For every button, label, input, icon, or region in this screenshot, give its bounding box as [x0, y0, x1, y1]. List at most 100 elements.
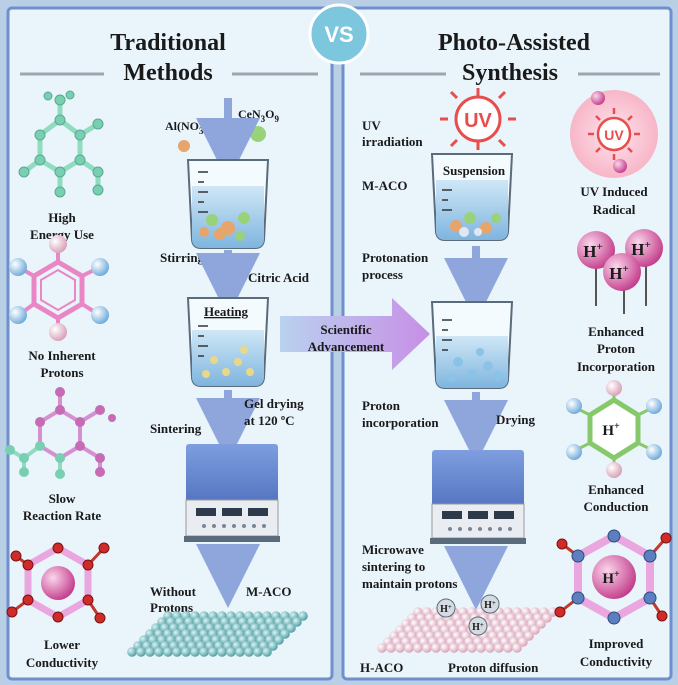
slab-sphere	[503, 643, 513, 653]
label-lower-conductivity-2: Conductivity	[26, 655, 99, 670]
slab-sphere	[292, 617, 302, 627]
beaker-suspension-icon	[430, 153, 514, 241]
label-enhanced-conduction-1: Enhanced	[588, 482, 644, 497]
slab-sphere	[476, 643, 486, 653]
scientific-advancement-arrow: Scientific Advancement	[280, 298, 430, 370]
slab-sphere	[262, 647, 272, 657]
slab-sphere	[226, 647, 236, 657]
uv-radical-icon: UV	[570, 90, 658, 178]
label-enhanced-proton-3: Incorporation	[577, 359, 656, 374]
reagent-ce-nitrate: CeN3O9	[238, 107, 280, 124]
enhanced-conduction-icon: H+	[566, 380, 662, 478]
label-protonation-1: Protonation	[362, 250, 429, 265]
vs-badge	[308, 3, 370, 65]
proton-bubble-2-text: H+	[484, 599, 496, 611]
uv-sun-text: UV	[464, 110, 492, 132]
proton-cluster-1: H+	[583, 241, 603, 261]
label-gel-drying-1: Gel drying	[244, 396, 304, 411]
label-microwave-2: sintering to	[362, 559, 425, 574]
slab-sphere	[377, 643, 387, 653]
label-citric-acid: Citric Acid	[248, 270, 310, 285]
label-drying: Drying	[496, 412, 536, 427]
slab-sphere	[386, 643, 396, 653]
advancement-line1: Scientific	[320, 322, 371, 337]
left-title: Traditional Methods	[20, 30, 318, 86]
slab-sphere	[253, 647, 263, 657]
slab-sphere	[485, 643, 495, 653]
proton-cluster-2: H+	[631, 239, 651, 259]
oven-microwave-icon	[430, 450, 526, 544]
label-improved-conductivity-2: Conductivity	[580, 654, 653, 669]
label-h-aco: H-ACO	[360, 660, 403, 675]
label-enhanced-proton-1: Enhanced	[588, 324, 644, 339]
pink-benzene-icon	[9, 235, 109, 341]
label-high-energy-1: High	[48, 210, 76, 225]
slab-sphere	[274, 635, 284, 645]
slab-sphere	[127, 647, 137, 657]
label-proton-diffusion: Proton diffusion	[448, 660, 539, 675]
slab-sphere	[145, 647, 155, 657]
label-suspension: Suspension	[443, 163, 506, 178]
left-title-line1: Traditional	[110, 30, 226, 56]
label-m-aco-left: M-ACO	[246, 584, 292, 599]
slab-sphere	[154, 647, 164, 657]
label-heating: Heating	[204, 304, 249, 319]
improved-conductivity-icon: H+	[554, 529, 672, 625]
slab-sphere	[163, 647, 173, 657]
proton-cluster-icon: H+ H+ H+	[577, 229, 663, 314]
slab-sphere	[235, 647, 245, 657]
slab-sphere	[395, 643, 405, 653]
label-no-protons-1: No Inherent	[28, 348, 96, 363]
label-protonation-2: process	[362, 267, 403, 282]
label-slow-rate-2: Reaction Rate	[23, 508, 102, 523]
slab-sphere	[518, 637, 528, 647]
vs-badge-text: VS	[324, 22, 353, 47]
slab-sphere	[494, 643, 504, 653]
mint-lattice-atoms	[18, 90, 104, 198]
slab-sphere	[268, 641, 278, 651]
label-no-protons-2: Protons	[40, 365, 83, 380]
slab-sphere	[542, 613, 552, 623]
ce-particle-icon	[250, 126, 266, 142]
label-enhanced-proton-2: Proton	[597, 341, 636, 356]
slab-sphere	[440, 643, 450, 653]
slab-sphere	[208, 647, 218, 657]
label-lower-conductivity-1: Lower	[44, 637, 80, 652]
uv-radical-text: UV	[604, 127, 624, 143]
slab-sphere	[286, 623, 296, 633]
slab-sphere	[181, 647, 191, 657]
label-without-protons-2: Protons	[150, 600, 193, 615]
slab-sphere	[199, 647, 209, 657]
proton-cluster-3: H+	[609, 263, 629, 283]
label-slow-rate-1: Slow	[49, 491, 76, 506]
slab-sphere	[172, 647, 182, 657]
beaker-protonation-icon	[430, 301, 514, 389]
slab-sphere	[413, 643, 423, 653]
label-uv-irradiation-1: UV	[362, 118, 381, 133]
slab-sphere	[217, 647, 227, 657]
label-proton-incorp-1: Proton	[362, 398, 401, 413]
proton-bubbles: H+ H+ H+	[436, 594, 500, 636]
right-title: Photo-Assisted Synthesis	[360, 30, 660, 86]
label-gel-drying-2: at 120 ºC	[244, 413, 295, 428]
beaker-heating-icon	[186, 297, 270, 387]
label-uv-radical-1: UV Induced	[580, 184, 648, 199]
left-title-line2: Methods	[123, 60, 212, 86]
label-microwave-3: maintain protons	[362, 576, 457, 591]
proton-bubble-1-text: H+	[440, 603, 452, 615]
al-particle-icon	[178, 140, 190, 152]
slab-sphere	[524, 631, 534, 641]
improved-conductivity-hplus: H+	[602, 569, 620, 587]
slab-sphere	[530, 625, 540, 635]
slab-sphere	[190, 647, 200, 657]
beaker-stirring-icon	[186, 159, 270, 249]
slab-sphere	[404, 643, 414, 653]
lower-conductivity-icon	[6, 542, 110, 624]
slab-sphere	[136, 647, 146, 657]
label-m-aco-right: M-ACO	[362, 178, 408, 193]
m-aco-slab-icon	[127, 611, 308, 657]
label-enhanced-conduction-2: Conduction	[583, 499, 649, 514]
slab-sphere	[467, 643, 477, 653]
label-without-protons-1: Without	[150, 584, 197, 599]
